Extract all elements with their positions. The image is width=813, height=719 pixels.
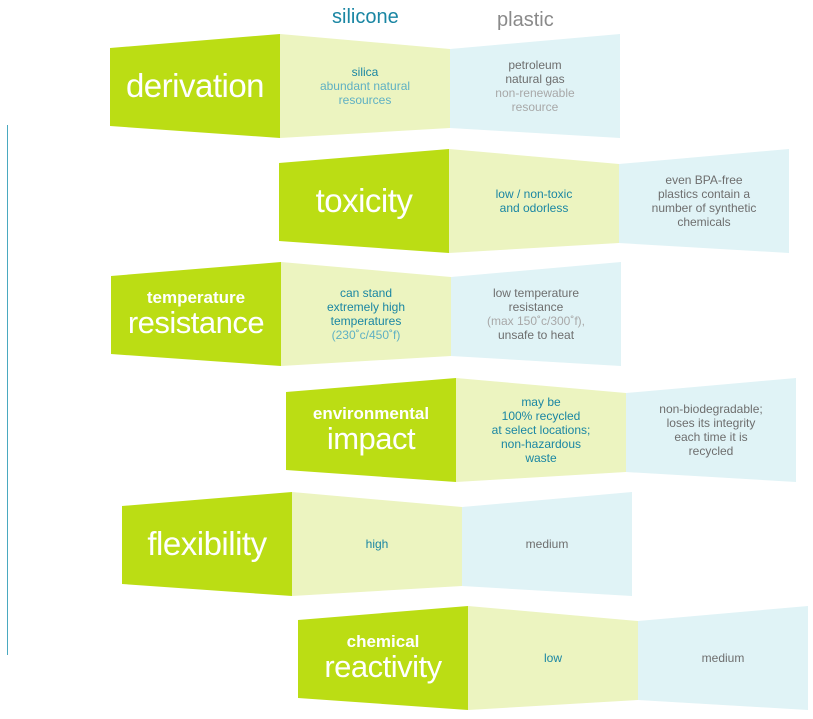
timeline-line <box>7 125 8 655</box>
plastic-line: resistance <box>508 300 564 314</box>
silicone-line: temperatures <box>330 314 402 328</box>
label-panel <box>110 34 280 138</box>
silicone-line: at select locations; <box>491 423 591 437</box>
row-flexibility: flexibility high medium <box>122 492 632 596</box>
row-label: toxicity <box>279 149 449 253</box>
silicone-secondary-line: resources <box>338 93 392 107</box>
silicone-panel <box>468 606 638 710</box>
label-light: resistance <box>127 305 265 340</box>
plastic-line: number of synthetic <box>651 201 757 215</box>
plastic-line: even BPA-free <box>665 173 743 187</box>
plastic-secondary-line: (max 150˚c/300˚f), <box>486 314 586 328</box>
silicone-line: high <box>365 537 389 551</box>
plastic-panel <box>626 378 796 482</box>
label-bold: temperature <box>146 288 246 307</box>
label-panel <box>122 492 292 596</box>
label-light: derivation <box>125 67 265 104</box>
silicone-panel <box>456 378 626 482</box>
silicone-line: may be <box>521 395 561 409</box>
label-light: reactivity <box>324 649 442 684</box>
silicone-line: can stand <box>339 286 393 300</box>
label-panel <box>298 606 468 710</box>
silicone-line: and odorless <box>499 201 569 215</box>
silicone-panel <box>280 34 450 138</box>
plastic-line: medium <box>701 651 745 665</box>
plastic-line: low temperature <box>492 286 580 300</box>
header-silicone: silicone <box>332 6 399 28</box>
plastic-line: natural gas <box>505 72 565 86</box>
label-light: flexibility <box>147 525 267 562</box>
silicone-panel <box>281 262 451 366</box>
label-light: toxicity <box>315 182 413 219</box>
silicone-value: high <box>292 492 462 596</box>
plastic-line: petroleum <box>508 58 562 72</box>
header-plastic: plastic <box>497 9 554 31</box>
plastic-line: unsafe to heat <box>497 328 575 342</box>
silicone-line: 100% recycled <box>501 409 581 423</box>
label-bold: environmental <box>312 404 430 423</box>
silicone-line: extremely high <box>326 300 406 314</box>
plastic-line: recycled <box>688 444 734 458</box>
plastic-line: loses its integrity <box>666 416 756 430</box>
plastic-line: medium <box>525 537 569 551</box>
plastic-value: medium <box>638 606 808 710</box>
plastic-panel <box>638 606 808 710</box>
row-label: derivation <box>110 34 280 138</box>
plastic-value: medium <box>462 492 632 596</box>
label-panel <box>286 378 456 482</box>
plastic-secondary-line: non-renewable <box>495 86 575 100</box>
plastic-panel <box>450 34 620 138</box>
silicone-panel <box>292 492 462 596</box>
plastic-line: chemicals <box>677 215 731 229</box>
plastic-line: each time it is <box>674 430 748 444</box>
silicone-secondary-line: abundant natural <box>319 79 411 93</box>
label-panel <box>279 149 449 253</box>
plastic-panel <box>619 149 789 253</box>
label-light: impact <box>326 421 416 456</box>
silicone-secondary-line: (230˚c/450˚f) <box>331 328 401 342</box>
plastic-panel <box>462 492 632 596</box>
plastic-line: plastics contain a <box>657 187 751 201</box>
silicone-line: waste <box>525 451 557 465</box>
silicone-line: silica <box>351 65 379 79</box>
row-label: flexibility <box>122 492 292 596</box>
label-bold: chemical <box>346 632 420 651</box>
label-panel <box>111 262 281 366</box>
plastic-secondary-line: resource <box>511 100 559 114</box>
plastic-line: non-biodegradable; <box>659 402 763 416</box>
silicone-line: low <box>543 651 562 665</box>
silicone-line: low / non-toxic <box>495 187 573 201</box>
plastic-panel <box>451 262 621 366</box>
silicone-line: non-hazardous <box>500 437 582 451</box>
silicone-value: low <box>468 606 638 710</box>
silicone-panel <box>449 149 619 253</box>
